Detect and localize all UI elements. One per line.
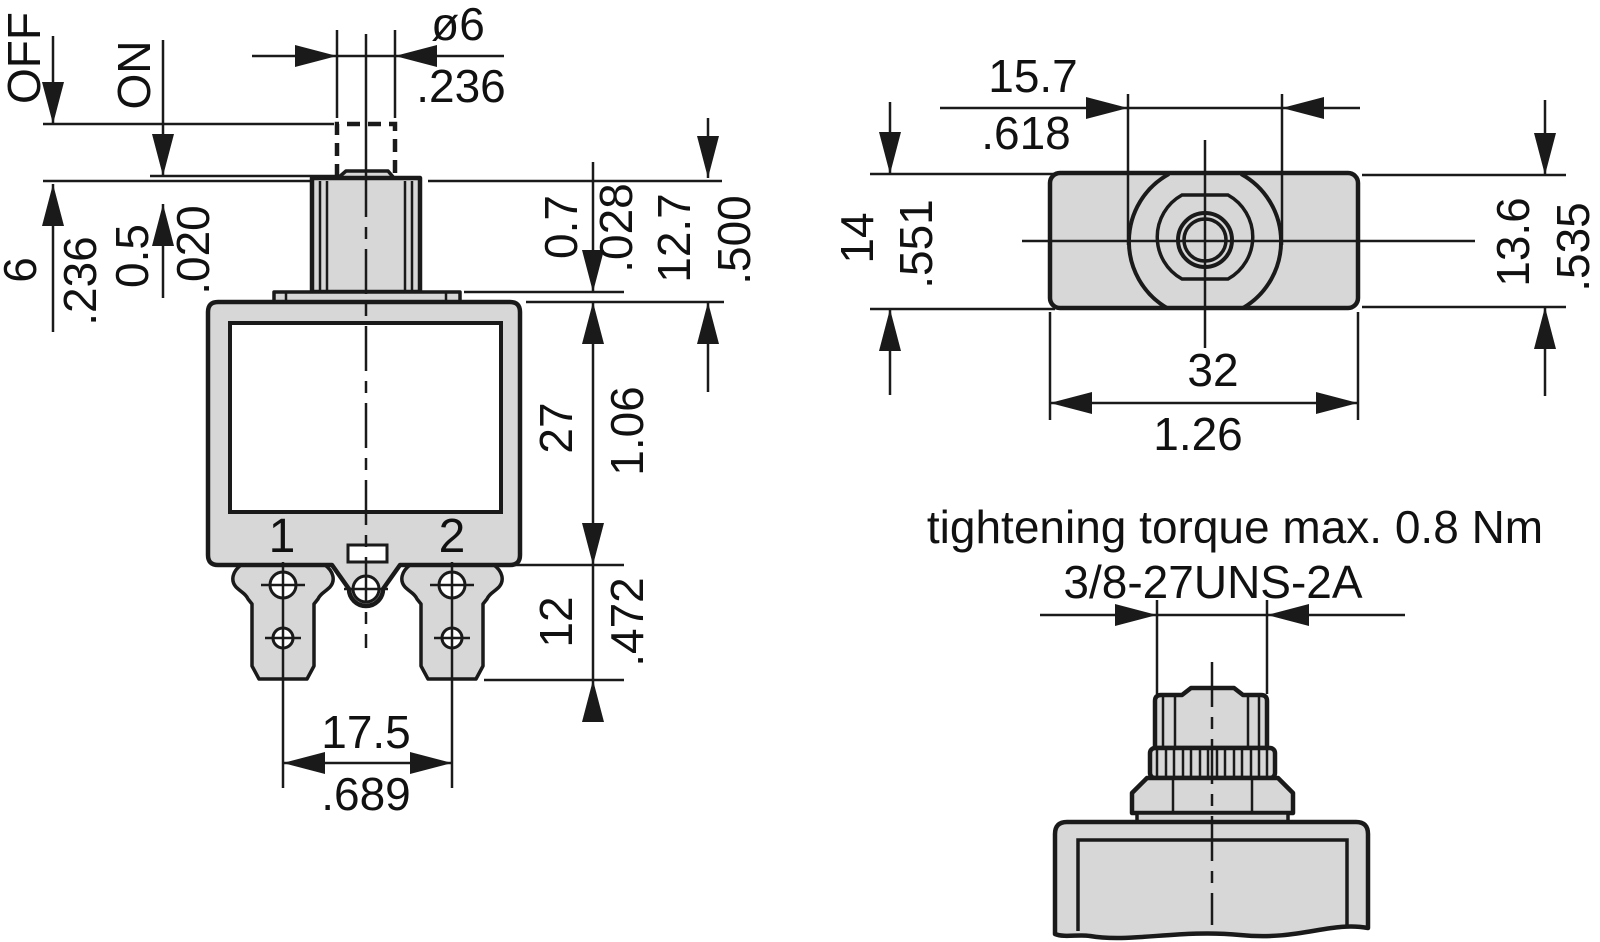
dim-body-mm: 27: [530, 402, 582, 453]
terminal-1-label: 1: [269, 510, 296, 563]
side-view: tightening torque max. 0.8 Nm 3/8-27UNS-…: [927, 501, 1543, 941]
front-view: OFF ON ø6 .236 6 .236 0.5 .020 0.7 .028 …: [0, 0, 760, 820]
dim-flats-in: .618: [981, 107, 1071, 159]
button-outline-top: [1155, 193, 1255, 281]
dim-button-dia-mm: ø6: [431, 0, 485, 50]
dim-travel-in: .236: [54, 236, 106, 326]
dim-width-in: 1.26: [1153, 408, 1243, 460]
dim-width-mm: 32: [1187, 344, 1238, 396]
terminal-2-label: 2: [439, 510, 466, 563]
dim-on-offset-in: .020: [167, 205, 219, 295]
dim-on-offset-mm: 0.5: [106, 224, 158, 288]
dim-flange-gap-mm: 0.7: [535, 195, 587, 259]
note-torque: tightening torque max. 0.8 Nm: [927, 501, 1543, 553]
dim-spacing-mm: 17.5: [321, 706, 411, 758]
knurl-ribs: [1155, 750, 1269, 776]
reset-slot: [346, 543, 389, 564]
dim-face-in: .535: [1547, 202, 1599, 292]
label-off: OFF: [0, 12, 50, 104]
dim-flats-mm: 15.7: [988, 50, 1078, 102]
dim-body-in: 1.06: [601, 386, 653, 476]
dim-flange-gap-in: .028: [590, 183, 642, 273]
dim-terminal-mm: 12: [530, 596, 582, 647]
dim-bushing-in: .500: [708, 195, 760, 285]
dim-face-mm: 13.6: [1487, 197, 1539, 287]
dim-travel-mm: 6: [0, 257, 46, 283]
dim-bushing-mm: 12.7: [648, 193, 700, 283]
dim-button-dia-in: .236: [416, 60, 506, 112]
dim-depth-mm: 14: [831, 212, 883, 263]
note-thread: 3/8-27UNS-2A: [1063, 556, 1362, 608]
dim-terminal-in: .472: [601, 577, 653, 667]
label-on: ON: [108, 41, 160, 110]
button-off-position-dashed: [334, 121, 398, 177]
dim-depth-in: .551: [890, 199, 942, 289]
dim-spacing-in: .689: [321, 768, 411, 820]
top-view: 15.7 .618 14 .551 13.6 .535 32 1.26: [831, 50, 1599, 460]
